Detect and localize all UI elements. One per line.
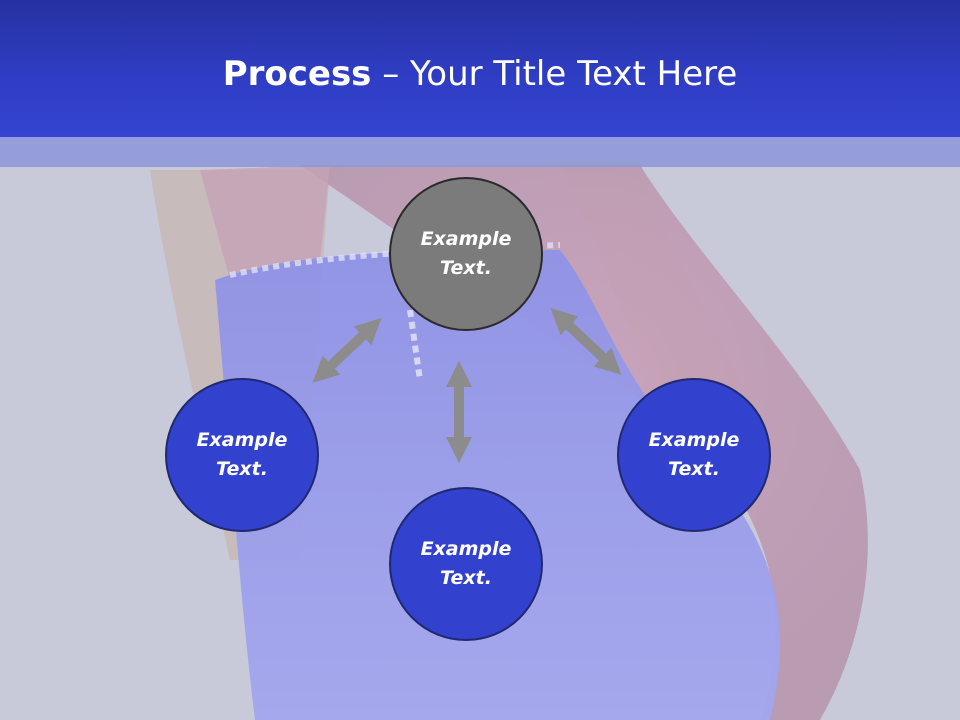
arrow-top-right [550, 308, 622, 375]
node-left-label: Example Text. [196, 429, 288, 480]
node-right-label: Example Text. [648, 429, 740, 480]
node-top-label: Example Text. [420, 228, 512, 279]
slide-title: Process – Your Title Text Here [0, 52, 960, 96]
title-bar [0, 0, 960, 137]
node-bottom: Example Text. [389, 487, 543, 641]
node-bottom-label: Example Text. [420, 538, 512, 589]
arrow-top-left [312, 318, 382, 383]
title-band [0, 137, 960, 167]
node-right: Example Text. [617, 378, 771, 532]
node-left: Example Text. [165, 378, 319, 532]
node-top: Example Text. [389, 177, 543, 331]
title-bold: Process [222, 54, 372, 94]
title-rest: – Your Title Text Here [371, 54, 738, 94]
